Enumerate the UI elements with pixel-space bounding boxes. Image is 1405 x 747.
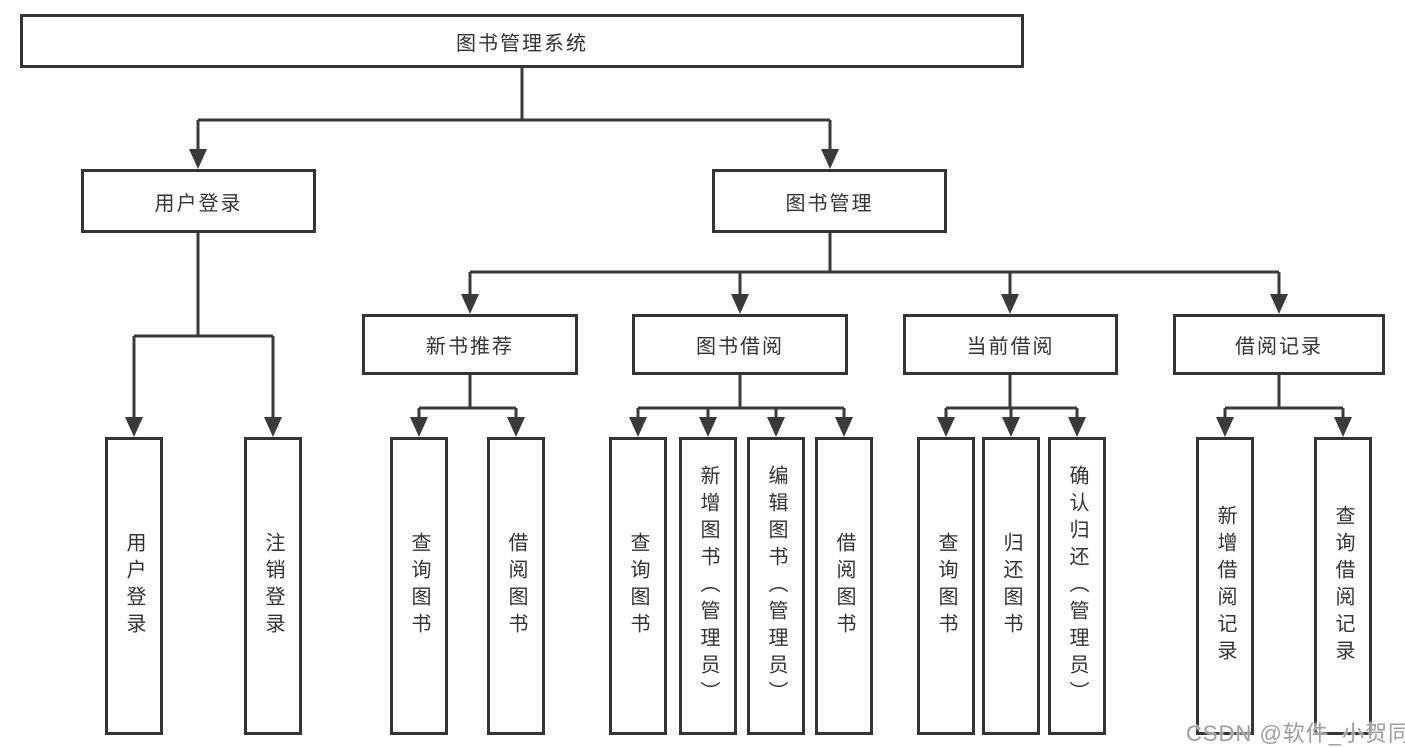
node-leaf-user-login: 用户登录: [105, 437, 163, 735]
node-book-borrowing-label: 图书借阅: [696, 336, 784, 358]
node-leaf-add-books-admin-label: 新增图书（管理员）: [697, 464, 719, 708]
node-leaf-query-borrow-record-label: 查询借阅记录: [1332, 505, 1354, 667]
node-leaf-query-books-recommend: 查询图书: [390, 437, 448, 735]
node-leaf-query-books-current: 查询图书: [917, 437, 975, 735]
node-book-management-label: 图书管理: [785, 192, 874, 215]
node-root-label: 图书管理系统: [456, 32, 588, 55]
csdn-watermark: CSDN @软件_小贺同学: [1186, 721, 1405, 746]
node-borrowing-records-label: 借阅记录: [1235, 336, 1323, 358]
node-leaf-query-books-current-label: 查询图书: [935, 532, 957, 640]
node-leaf-logout-label: 注销登录: [262, 532, 284, 640]
node-new-book-recommendation: 新书推荐: [362, 314, 578, 375]
node-leaf-borrow-books-recommend: 借阅图书: [487, 437, 545, 735]
node-leaf-borrow-books-recommend-label: 借阅图书: [505, 532, 527, 640]
node-leaf-return-books-label: 归还图书: [1000, 532, 1022, 640]
node-book-management: 图书管理: [712, 169, 947, 233]
node-leaf-query-books-borrowing-label: 查询图书: [627, 532, 649, 640]
node-book-borrowing: 图书借阅: [632, 314, 848, 375]
node-current-borrowing-label: 当前借阅: [966, 336, 1055, 358]
node-leaf-query-books-borrowing: 查询图书: [609, 437, 667, 735]
node-current-borrowing: 当前借阅: [903, 314, 1118, 375]
node-leaf-borrow-books-borrowing-label: 借阅图书: [833, 532, 855, 640]
node-leaf-edit-books-admin: 编辑图书（管理员）: [747, 437, 805, 735]
node-leaf-query-borrow-record: 查询借阅记录: [1314, 437, 1372, 735]
node-root: 图书管理系统: [20, 14, 1024, 68]
node-leaf-logout: 注销登录: [244, 437, 302, 735]
node-new-book-recommendation-label: 新书推荐: [426, 336, 514, 358]
node-leaf-return-books: 归还图书: [982, 437, 1040, 735]
node-leaf-user-login-label: 用户登录: [123, 532, 145, 640]
node-leaf-query-books-recommend-label: 查询图书: [408, 532, 430, 640]
node-user-login: 用户登录: [81, 169, 316, 233]
node-leaf-confirm-return-admin-label: 确认归还（管理员）: [1066, 464, 1088, 708]
node-leaf-add-borrow-record-label: 新增借阅记录: [1214, 505, 1236, 667]
node-borrowing-records: 借阅记录: [1173, 314, 1385, 375]
node-leaf-borrow-books-borrowing: 借阅图书: [815, 437, 873, 735]
node-user-login-label: 用户登录: [154, 192, 243, 215]
node-leaf-add-borrow-record: 新增借阅记录: [1196, 437, 1254, 735]
node-leaf-confirm-return-admin: 确认归还（管理员）: [1048, 437, 1106, 735]
node-leaf-add-books-admin: 新增图书（管理员）: [679, 437, 737, 735]
node-leaf-edit-books-admin-label: 编辑图书（管理员）: [765, 464, 787, 708]
